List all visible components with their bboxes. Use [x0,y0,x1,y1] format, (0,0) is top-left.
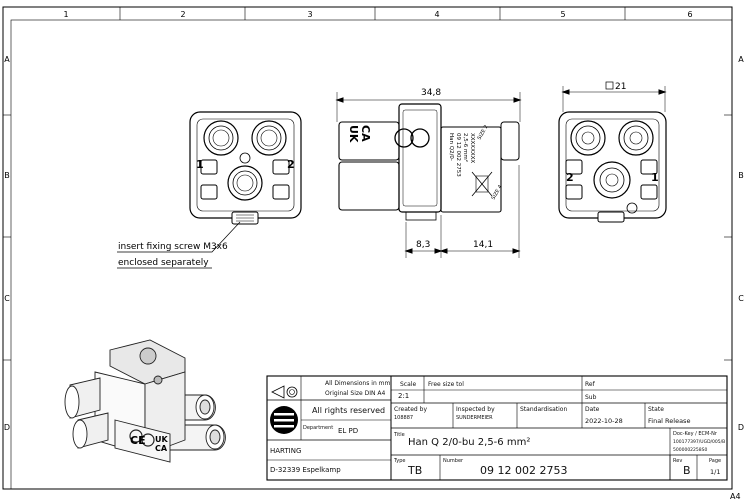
sheet-frame [2,6,733,490]
svg-text:2,5-6 mm²: 2,5-6 mm² [462,133,469,162]
tb-company: HARTING [270,447,301,455]
tb-inspected-label: Inspected by [456,406,495,413]
tb-scale: 2:1 [398,392,409,400]
side-view [335,92,522,258]
back-view [558,81,667,223]
tb-number-label: Number [443,458,464,464]
dim-right-len: 14,1 [473,240,493,250]
tb-type-label: Type [393,458,405,464]
tb-dockey-label: Doc-Key / ECM-Nr [673,431,718,437]
tb-dims-note-2: Original Size DIN A4 [325,390,385,397]
tb-state: Final Release [648,417,690,425]
tb-number: 09 12 002 2753 [480,464,567,477]
tb-sub-label: Sub [585,394,597,401]
front-pin-2: 2 [287,158,295,171]
row-label-c: C [4,294,10,303]
dim-left-len: 8,3 [416,240,430,250]
tb-rights: All rights reserved [312,406,385,415]
harting-logo [270,406,298,434]
tb-dockey-1: 100177397/UGD/005/B [673,439,725,445]
col-label-2: 2 [180,10,185,19]
row-label-a: A [4,55,10,64]
row-label-d: D [4,423,10,432]
row-label-c-right: C [738,294,744,303]
tb-ref-label: Ref [585,381,596,388]
iso-ukca-mark-top: UK [155,435,168,444]
svg-text:XXXXXXXX: XXXXXXXX [469,133,475,163]
back-square-dim: 21 [615,82,626,92]
tb-standard-label: Standardisation [520,406,567,413]
tb-page: 1/1 [710,468,720,476]
svg-text:09 12 002 2753: 09 12 002 2753 [455,133,461,177]
iso-ukca-mark-bottom: CA [155,444,168,453]
side-label-text: Han Q2/0- 09 12 002 2753 2,5-6 mm² XXXXX… [448,133,475,177]
col-label-4: 4 [434,10,439,19]
col-label-3: 3 [307,10,312,19]
svg-text:Han Q2/0-: Han Q2/0- [448,133,454,161]
annotation-line-1: insert fixing screw M3x6 [118,242,228,252]
sheet-format: A4 [730,492,741,501]
col-label-5: 5 [560,10,565,19]
ukca-mark: UK CA [347,125,372,143]
tb-department-label: Department [303,425,333,431]
row-label-b-right: B [738,171,744,180]
tb-date-label: Date [585,406,600,413]
tb-rev-label: Rev [673,458,682,464]
row-label-d-right: D [738,423,744,432]
svg-text:CA: CA [359,125,372,142]
front-pin-1: 1 [196,158,204,171]
tb-title: Han Q 2/0-bu 2,5-6 mm² [408,437,530,448]
tb-page-label: Page [709,458,721,464]
col-label-6: 6 [687,10,692,19]
row-label-b: B [4,171,10,180]
back-pin-1: 1 [651,171,659,184]
title-block-lines [266,375,728,481]
isometric-view [64,339,226,463]
tb-type: TB [407,464,422,477]
tb-dims-note-1: All Dimensions in mm [325,380,390,387]
tb-department: EL PD [338,427,358,435]
front-view [189,111,302,225]
side-size-labels: SIZE 2 SIZE 4 [477,124,504,201]
tb-address: D-32339 Espelkamp [270,466,341,474]
tb-date: 2022-10-28 [585,417,623,425]
iso-ce-mark: CE [130,434,146,447]
tb-title-label: Title [393,432,405,438]
tb-tolerance: Free size tol [428,381,464,388]
row-label-a-right: A [738,55,744,64]
col-label-1: 1 [63,10,68,19]
tb-created-label: Created by [394,406,427,413]
tb-created: 108887 [394,415,413,421]
annotation-leader [117,221,241,269]
tb-scale-label: Scale [400,381,416,388]
tb-rev: B [683,464,691,477]
tb-inspected: SUNDERMEIER [456,415,493,421]
tb-dockey-2: 5000002258S0 [673,447,707,453]
dim-width: 34,8 [421,88,441,98]
back-pin-2: 2 [566,171,574,184]
annotation-line-2: enclosed separately [118,258,209,268]
svg-text:SIZE 4: SIZE 4 [491,184,504,201]
tb-state-label: State [648,406,664,413]
svg-text:UK: UK [347,125,360,143]
